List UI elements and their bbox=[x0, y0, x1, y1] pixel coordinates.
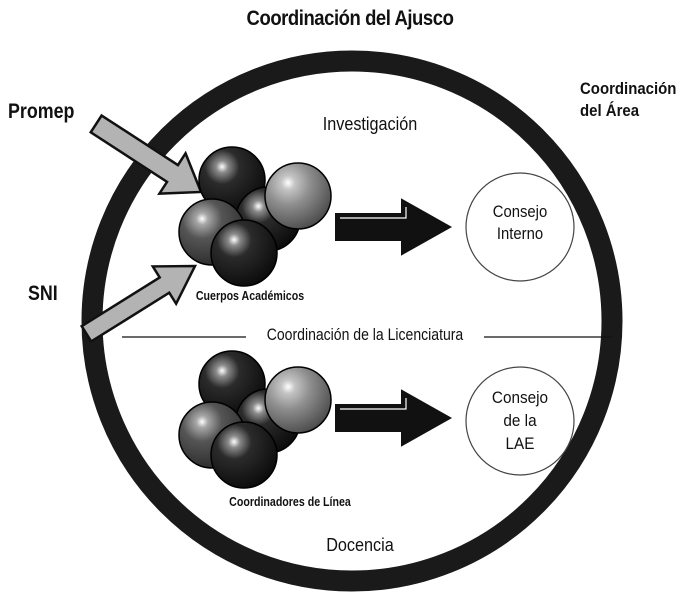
flow-arrow-bottom bbox=[335, 389, 453, 447]
consejo-interno-label: Consejo Interno bbox=[471, 201, 570, 246]
coordinacion-area-line2: del Área bbox=[580, 101, 640, 121]
docencia-label: Docencia bbox=[326, 535, 394, 555]
coordinadores-linea-cluster bbox=[178, 350, 332, 489]
consejo-lae-line2: de la bbox=[503, 410, 537, 430]
consejo-interno-circle bbox=[465, 172, 575, 282]
coordinacion-area-label: Coordinación del Área bbox=[580, 78, 681, 122]
consejo-interno-line2: Interno bbox=[496, 225, 544, 244]
consejo-lae-line3: LAE bbox=[505, 433, 535, 453]
promep-label: Promep bbox=[8, 100, 75, 123]
cuerpos-academicos-label: Cuerpos Académicos bbox=[195, 289, 305, 303]
sphere-light bbox=[264, 162, 332, 230]
sphere-dark bbox=[210, 219, 278, 287]
coordinacion-licenciatura-label: Coordinación de la Licenciatura bbox=[246, 326, 484, 345]
diagram-title: Coordinación del Ajusco bbox=[246, 7, 454, 30]
coordinadores-linea-label: Coordinadores de Línea bbox=[229, 495, 351, 509]
consejo-interno-line1: Consejo bbox=[492, 203, 548, 221]
cuerpos-academicos-cluster bbox=[178, 146, 332, 287]
consejo-lae-line1: Consejo bbox=[491, 388, 549, 407]
sphere-light bbox=[264, 366, 332, 434]
coordinacion-area-line1: Coordinación bbox=[580, 79, 677, 98]
sphere-dark bbox=[210, 421, 278, 489]
consejo-lae-label: Consejo de la LAE bbox=[471, 387, 570, 456]
flow-arrow-top bbox=[335, 198, 453, 256]
consejo-lae-circle bbox=[465, 366, 575, 476]
sni-label: SNI bbox=[28, 282, 58, 305]
promep-arrow bbox=[88, 113, 203, 195]
sni-arrow bbox=[79, 264, 198, 344]
investigacion-label: Investigación bbox=[322, 114, 418, 134]
